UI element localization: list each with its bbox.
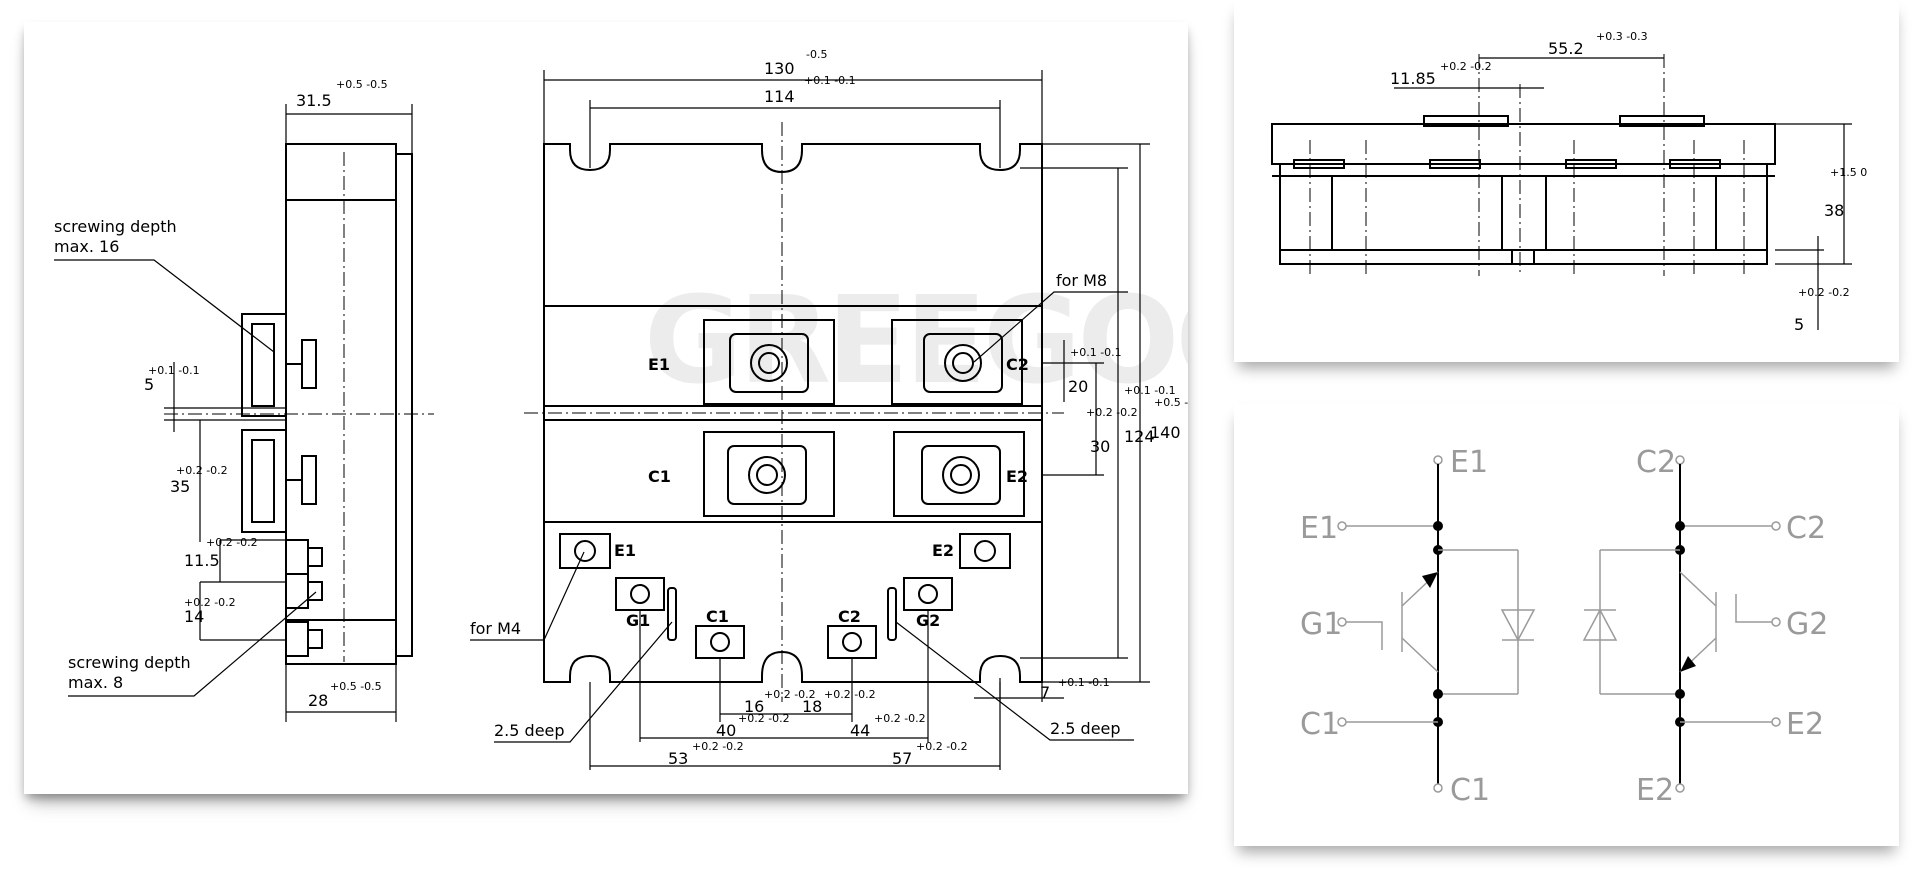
dim-55-2: 55.2 [1548,39,1584,58]
dim-30-tol: +0.2 -0.2 [1086,406,1138,419]
dim-38: 38 [1824,201,1844,220]
dim-28: 28 [308,691,328,710]
dim-11-5-tol: +0.2 -0.2 [206,536,258,549]
dim-114-tol: +0.1 -0.1 [804,74,856,87]
dim-53-tol: +0.2 -0.2 [692,740,744,753]
circuit-label-g2: G2 [1786,607,1828,642]
label-e2-main: E2 [1006,467,1028,486]
dim-16-tol: +0.2 -0.2 [764,688,816,701]
dim-38-tol: +1.5 0 [1830,166,1867,179]
dim-11-5: 11.5 [184,551,220,570]
dim-57: 57 [892,749,912,768]
main-drawing: GREEGOO 31.5 +0.5 -0.5 [54,48,1188,770]
dim-44-tol: +0.2 -0.2 [874,712,926,725]
label-e1-main: E1 [648,355,670,374]
circuit-label-c2-right: C2 [1786,511,1826,546]
dim-18-tol: +0.2 -0.2 [824,688,876,701]
dim-5-tol: +0.1 -0.1 [148,364,200,377]
dim-40: 40 [716,721,736,740]
dim-18: 18 [802,697,822,716]
dim-130-tol: -0.5 [806,48,827,61]
dim-140: 140 [1150,423,1181,442]
dim-7: 7 [1040,683,1050,702]
dim-35: 35 [170,477,190,496]
circuit-label-e2-right: E2 [1786,707,1824,742]
igbt-right [1582,455,1781,793]
dim-57-tol: +0.2 -0.2 [916,740,968,753]
dim-20: 20 [1068,377,1088,396]
dim-7-tol: +0.1 -0.1 [1058,676,1110,689]
circuit-label-c1-bottom: C1 [1450,773,1490,808]
circuit-label-c2-top: C2 [1636,445,1676,480]
circuit-label-e1-left: E1 [1300,511,1338,546]
circuit-diagram: E1 E1 G1 C1 C1 C2 C2 G2 E2 E2 [1300,445,1828,808]
front-view: 55.2 +0.3 -0.3 11.85 +0.2 -0.2 38 +1.5 0… [1271,30,1867,334]
dim-5: 5 [144,375,154,394]
dim-31-5: 31.5 [296,91,332,110]
dim-114: 114 [764,87,795,106]
dim-124: 124 [1124,427,1155,446]
dim-55-2-tol: +0.3 -0.3 [1596,30,1648,43]
dim-31-5-tol: +0.5 -0.5 [336,78,388,91]
dim-124-tol: +0.1 -0.1 [1124,384,1176,397]
dim-14: 14 [184,607,204,626]
circuit-panel: E1 E1 G1 C1 C1 C2 C2 G2 E2 E2 [1234,404,1899,846]
dim-20-tol: +0.1 -0.1 [1070,346,1122,359]
dim-53: 53 [668,749,688,768]
note-2-5-deep-left: 2.5 deep [494,721,565,740]
label-e1-aux: E1 [614,541,636,560]
dim-130: 130 [764,59,795,78]
circuit-label-e1-top: E1 [1450,445,1488,480]
side-view: 31.5 +0.5 -0.5 28 +0.5 -0.5 5 +0.1 -0.1 … [54,78,434,722]
circuit-label-e2-bottom: E2 [1636,773,1674,808]
main-drawing-panel: GREEGOO 31.5 +0.5 -0.5 [24,22,1188,794]
dim-40-tol: +0.2 -0.2 [738,712,790,725]
dim-14-tol: +0.2 -0.2 [184,596,236,609]
label-e2-aux: E2 [932,541,954,560]
dim-11-85: 11.85 [1390,69,1436,88]
label-g1: G1 [626,611,650,630]
label-c1-main: C1 [648,467,671,486]
label-c1-aux: C1 [706,607,729,626]
note-screwing-depth-8-line2: max. 8 [68,673,123,692]
dim-16: 16 [744,697,764,716]
note-for-m4: for M4 [470,619,521,638]
note-screwing-depth-16-line2: max. 16 [54,237,119,256]
dim-28-tol: +0.5 -0.5 [330,680,382,693]
dim-11-85-tol: +0.2 -0.2 [1440,60,1492,73]
watermark: GREEGOO [644,272,1188,411]
top-view: E1 C2 C1 E2 E1 E2 G1 G2 C1 C2 130 -0.5 1… [470,48,1188,770]
note-2-5-deep-right: 2.5 deep [1050,719,1121,738]
igbt-left [1337,455,1536,793]
note-screwing-depth-8-line1: screwing depth [68,653,191,672]
circuit-label-g1: G1 [1300,607,1342,642]
dim-44: 44 [850,721,870,740]
note-screwing-depth-16-line1: screwing depth [54,217,177,236]
label-c2-aux: C2 [838,607,861,626]
dim-140-tol: +0.5 -0.5 [1154,396,1188,409]
dim-30: 30 [1090,437,1110,456]
circuit-label-c1-left: C1 [1300,707,1340,742]
note-for-m8: for M8 [1056,271,1107,290]
dim-5-front: 5 [1794,315,1804,334]
front-view-panel: 55.2 +0.3 -0.3 11.85 +0.2 -0.2 38 +1.5 0… [1234,0,1899,362]
label-c2-main: C2 [1006,355,1029,374]
dim-35-tol: +0.2 -0.2 [176,464,228,477]
dim-5-front-tol: +0.2 -0.2 [1798,286,1850,299]
